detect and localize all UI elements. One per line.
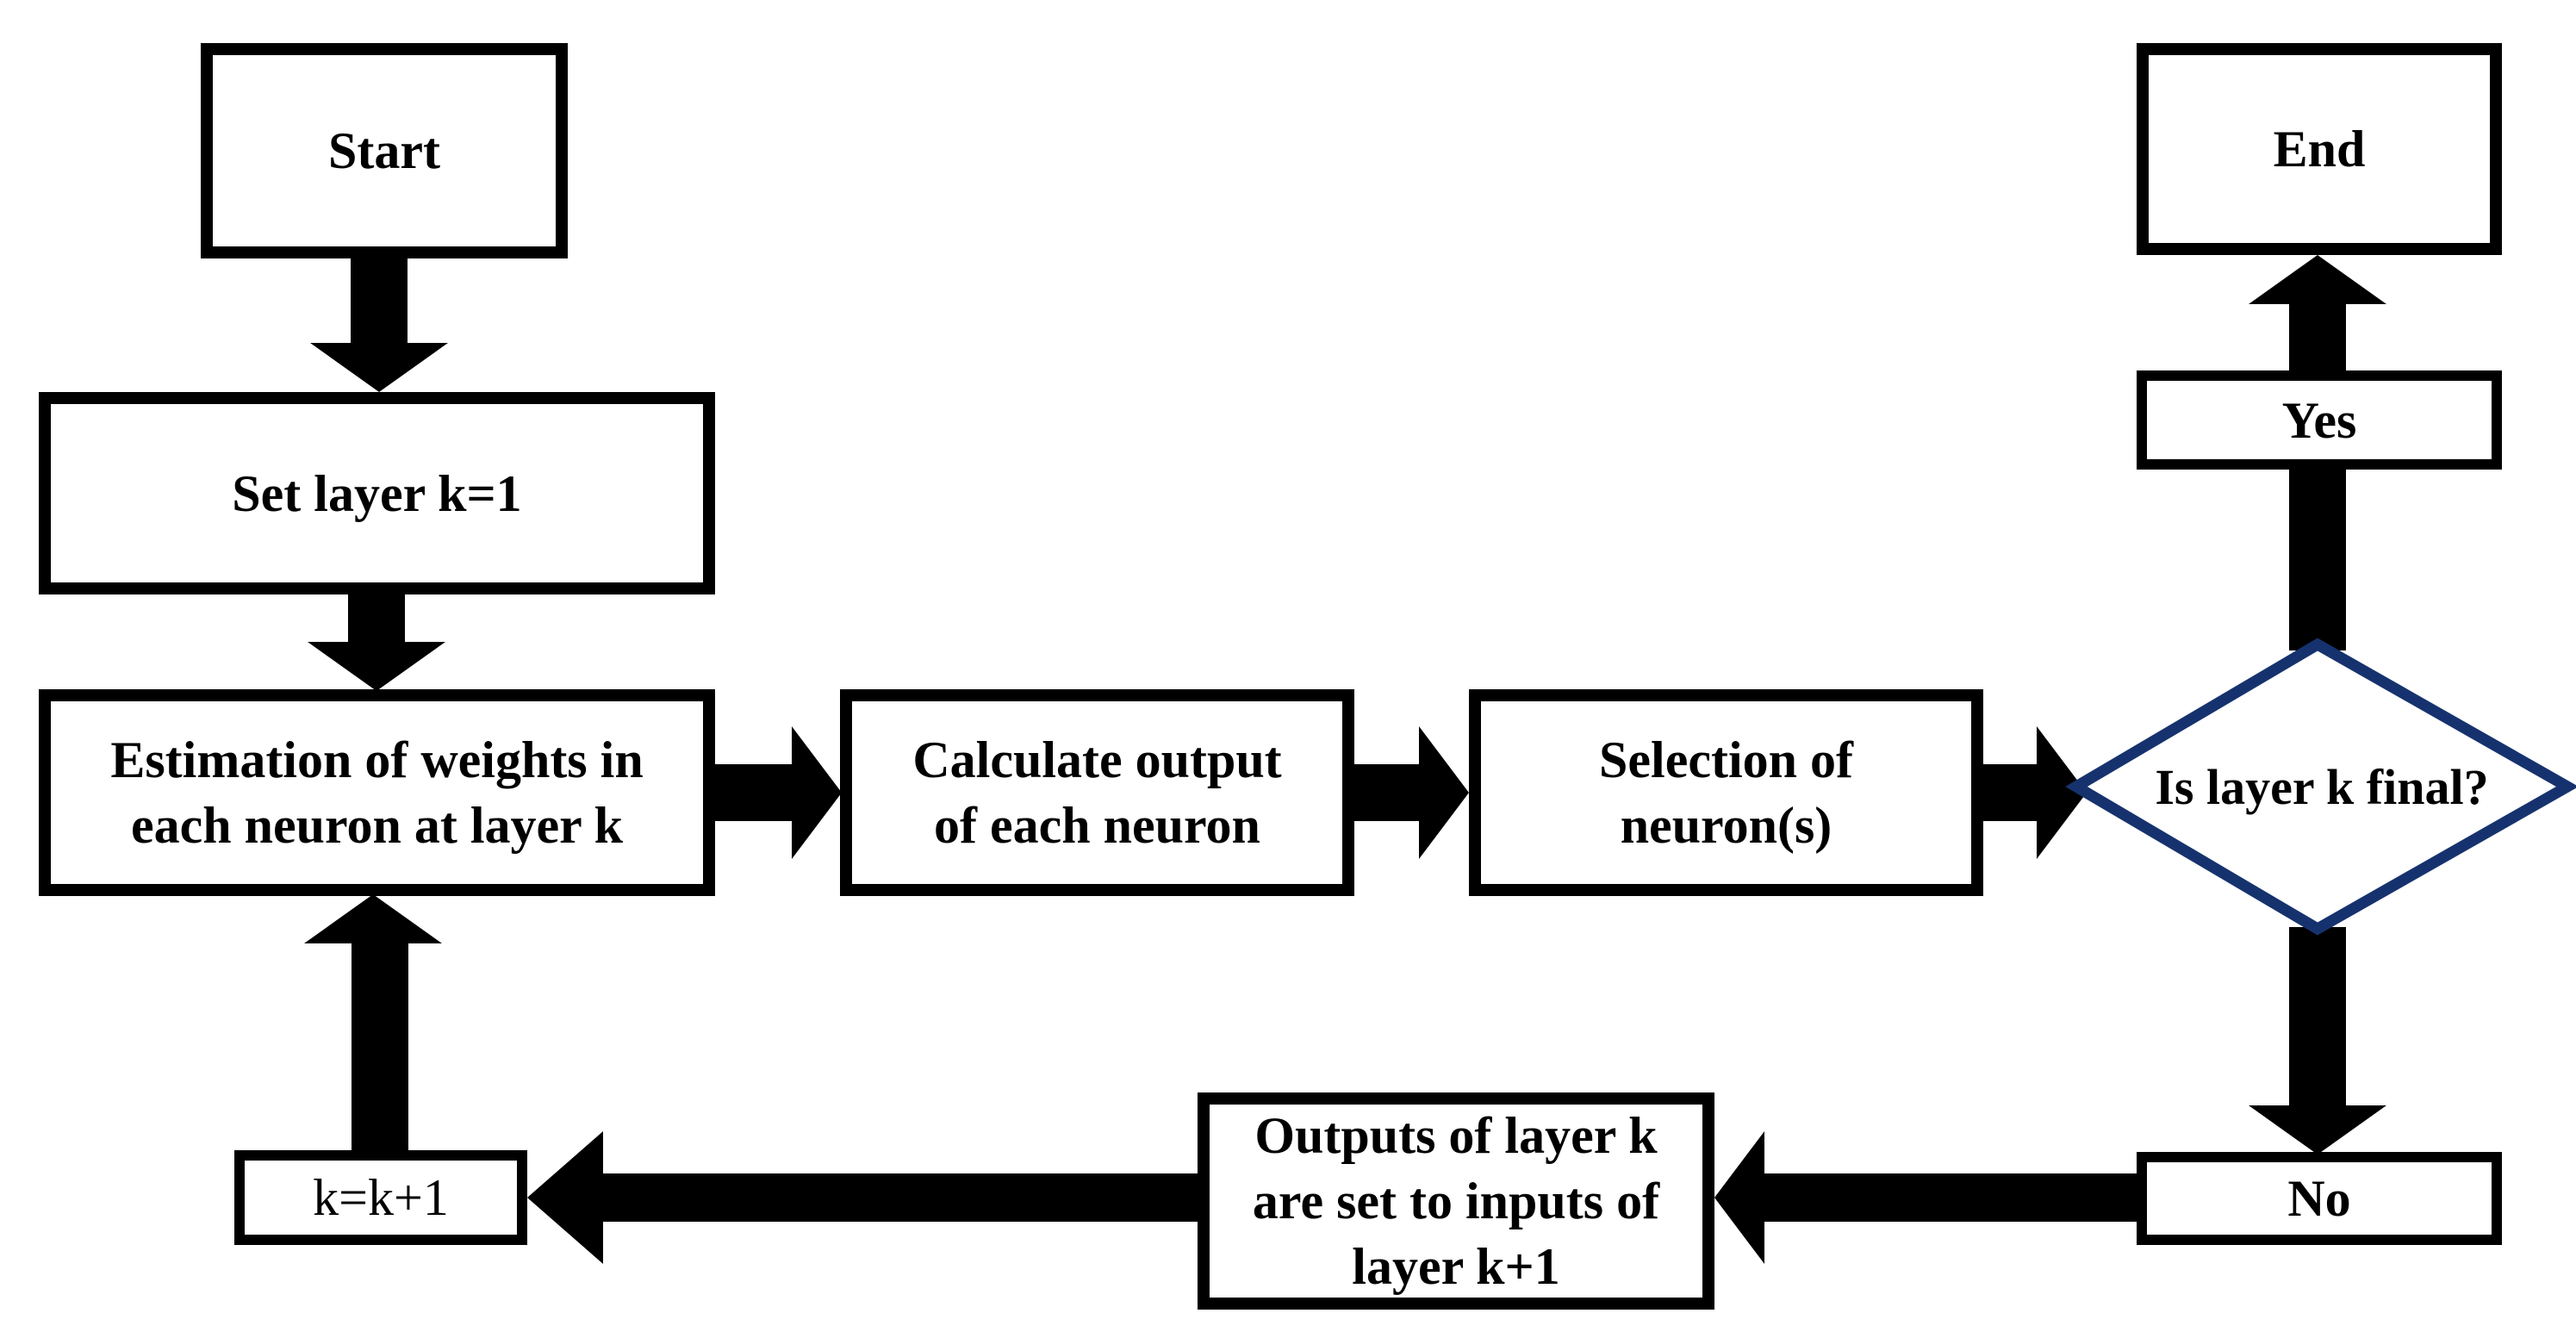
arrow-increment-to-estimation-head xyxy=(304,894,442,943)
node-estimation-line-1: Estimation of weights in xyxy=(110,731,644,788)
node-increment-label: k=k+1 xyxy=(313,1169,449,1226)
node-increment: k=k+1 xyxy=(234,1150,527,1245)
arrow-set-layer-to-estimation-head xyxy=(308,642,445,691)
arrow-start-to-set-layer-shaft xyxy=(351,255,408,345)
node-selection-label: Selection of neuron(s) xyxy=(1599,727,1853,858)
arrow-calculate-to-selection-shaft xyxy=(1351,764,1420,821)
arrow-yes-to-end-shaft xyxy=(2289,303,2346,372)
node-selection-line-2: neuron(s) xyxy=(1620,797,1832,854)
arrow-selection-to-decision-shaft xyxy=(1980,764,2038,821)
node-calculate-line-2: of each neuron xyxy=(934,797,1260,854)
arrow-outputs-to-increment-shaft xyxy=(601,1173,1200,1222)
arrow-decision-to-no-head xyxy=(2249,1105,2386,1155)
node-estimation-line-2: each neuron at layer k xyxy=(130,797,624,854)
arrow-start-to-set-layer-head xyxy=(310,343,448,392)
node-outputs-line-3: layer k+1 xyxy=(1352,1238,1560,1295)
node-yes: Yes xyxy=(2137,370,2502,470)
arrow-no-to-outputs-shaft xyxy=(1764,1173,2138,1222)
arrow-calculate-to-selection-head xyxy=(1419,726,1469,859)
node-no: No xyxy=(2137,1152,2502,1245)
node-calculate-line-1: Calculate output xyxy=(912,731,1282,788)
node-start: Start xyxy=(201,43,568,258)
node-estimation: Estimation of weights in each neuron at … xyxy=(39,689,715,896)
node-end-label: End xyxy=(2273,121,2366,177)
decision-diamond-shape xyxy=(2065,638,2576,936)
node-estimation-label: Estimation of weights in each neuron at … xyxy=(110,727,643,858)
connector-decision-to-yes xyxy=(2289,468,2346,650)
node-selection: Selection of neuron(s) xyxy=(1469,689,1983,896)
node-outputs: Outputs of layer k are set to inputs of … xyxy=(1198,1092,1714,1310)
node-start-label: Start xyxy=(328,122,440,179)
node-set-layer: Set layer k=1 xyxy=(39,392,715,594)
arrow-outputs-to-increment-head xyxy=(527,1131,603,1264)
arrow-set-layer-to-estimation-shaft xyxy=(348,593,405,644)
node-calculate: Calculate output of each neuron xyxy=(840,689,1354,896)
node-outputs-line-1: Outputs of layer k xyxy=(1254,1107,1658,1164)
node-outputs-label: Outputs of layer k are set to inputs of … xyxy=(1253,1103,1659,1299)
arrow-estimation-to-calculate-shaft xyxy=(713,764,793,821)
node-end: End xyxy=(2137,43,2502,255)
arrow-no-to-outputs-head xyxy=(1714,1131,1764,1264)
node-decision-label: Is layer k final? xyxy=(2155,758,2489,815)
node-calculate-label: Calculate output of each neuron xyxy=(912,727,1281,858)
node-yes-label: Yes xyxy=(2281,391,2357,449)
node-no-label: No xyxy=(2287,1170,2351,1227)
node-decision: Is layer k final? xyxy=(2089,751,2554,822)
node-outputs-line-2: are set to inputs of xyxy=(1252,1173,1660,1229)
arrow-decision-to-no-shaft xyxy=(2289,927,2346,1107)
arrow-yes-to-end-head xyxy=(2249,255,2386,304)
arrow-estimation-to-calculate-head xyxy=(792,726,842,859)
node-set-layer-label: Set layer k=1 xyxy=(232,464,522,522)
node-selection-line-1: Selection of xyxy=(1599,731,1853,788)
arrow-increment-to-estimation-shaft xyxy=(352,942,408,1154)
